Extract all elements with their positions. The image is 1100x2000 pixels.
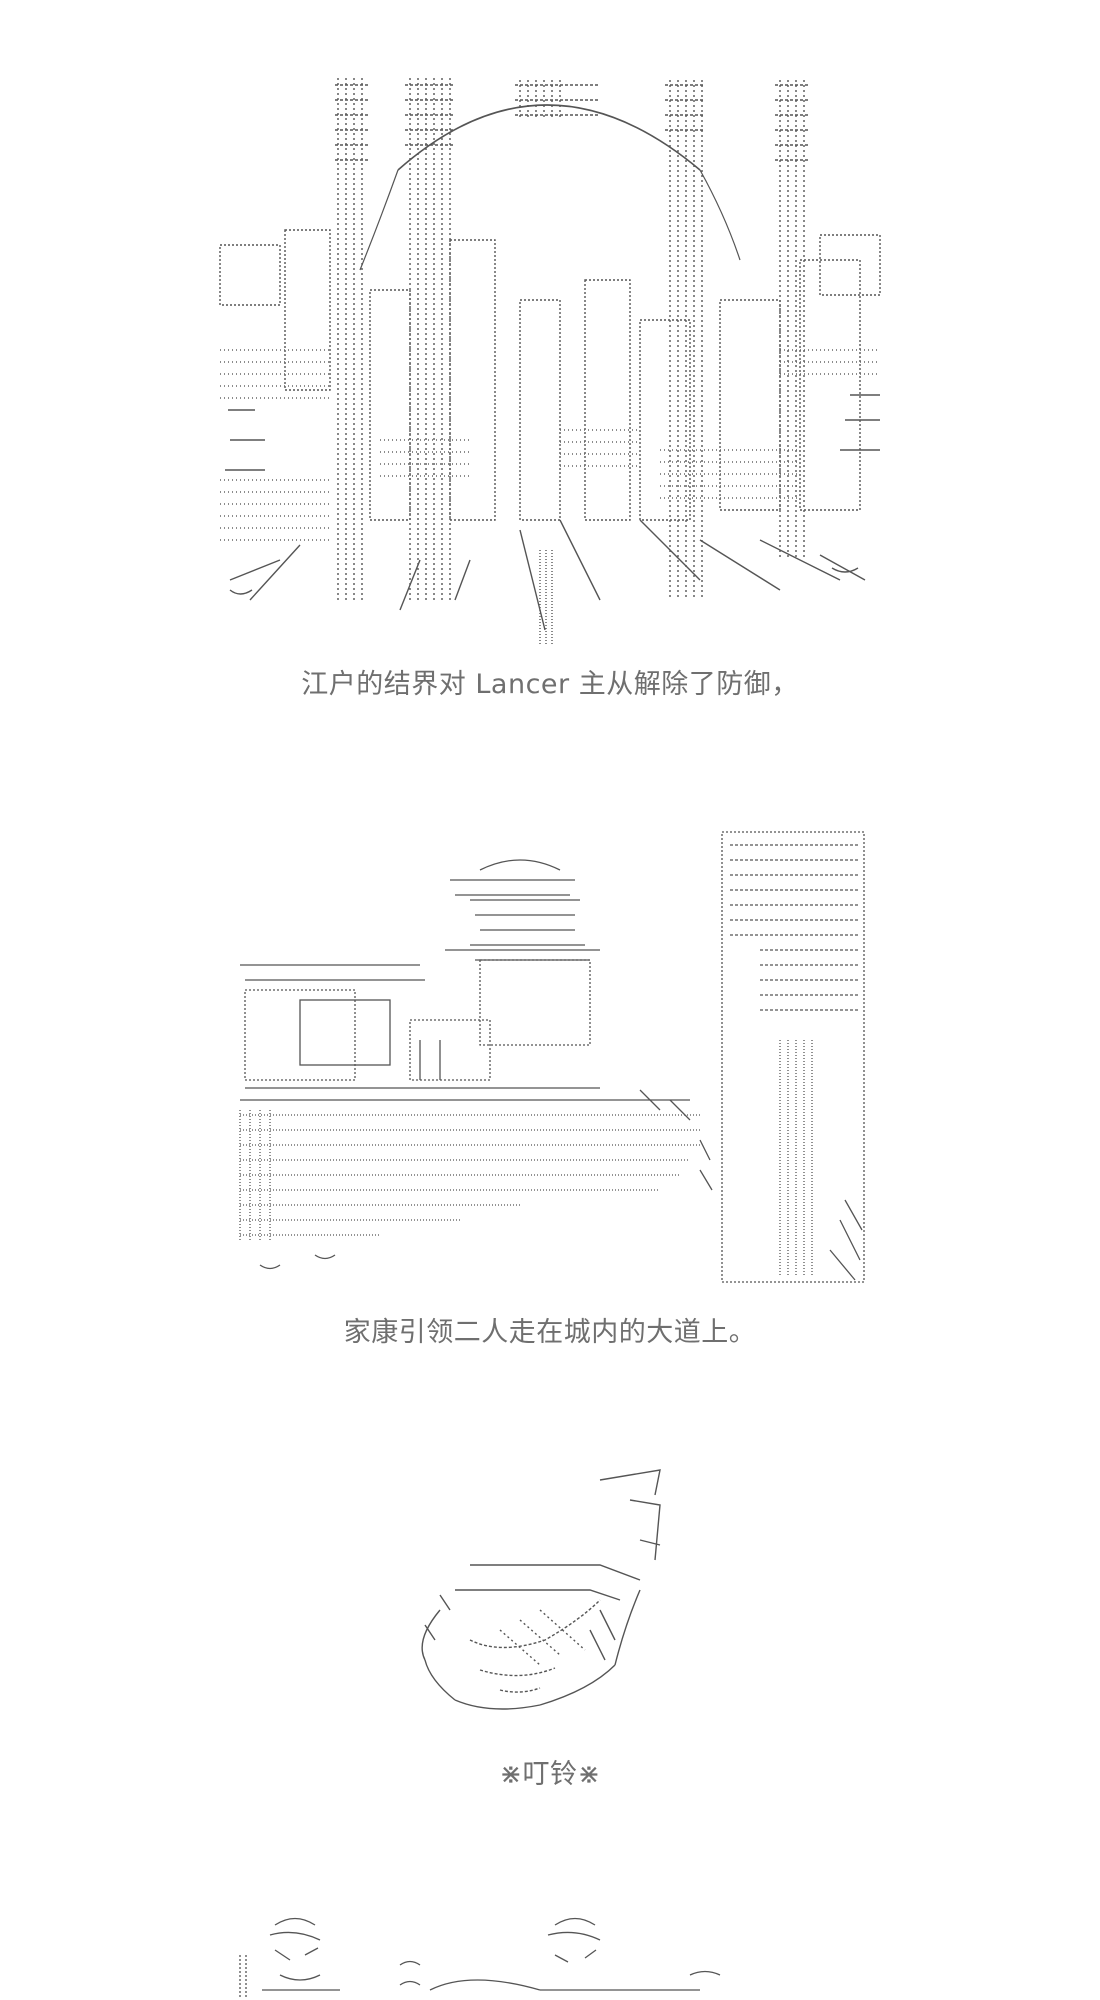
scene-2-ascii-art [239, 831, 865, 1283]
caption-line-1: 江户的结界对 Lancer 主从解除了防御， [301, 669, 799, 700]
scene-3-bell-ascii-art [421, 1469, 661, 1710]
scene-4-figures-ascii-art [239, 1917, 721, 1998]
caption-line-3: ⋇叮铃⋇ [499, 1759, 601, 1790]
caption-line-2: 家康引领二人走在城内的大道上。 [343, 1317, 757, 1348]
scene-1-ascii-art [219, 78, 881, 645]
